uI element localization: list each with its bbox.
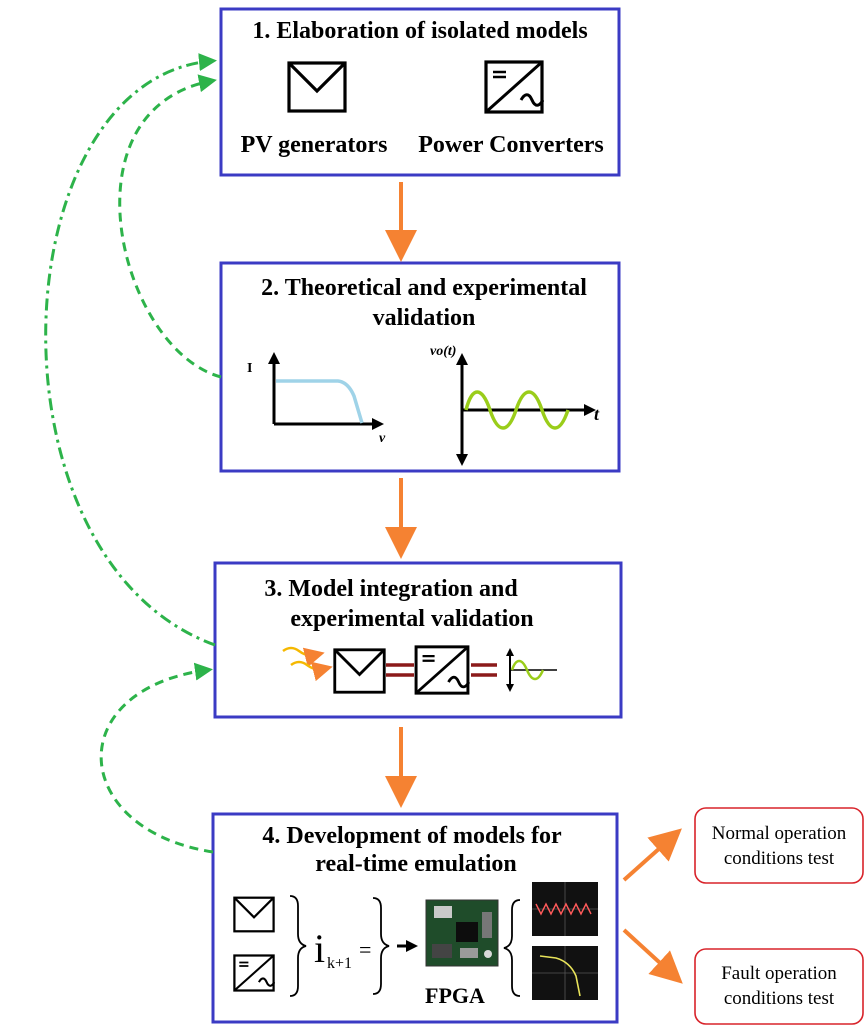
- step3-box: 3. Model integration and experimental va…: [213, 561, 623, 719]
- fault-test-line2: conditions test: [724, 988, 835, 1009]
- model-brace: [289, 895, 307, 997]
- step3-title-line2: experimental validation: [290, 606, 533, 632]
- step2-border: [219, 261, 621, 473]
- step2-title-line1: 2. Theoretical and experimental: [261, 275, 587, 301]
- pv-panel-icon: [233, 896, 275, 933]
- step4-box: 4. Development of models for real-time e…: [211, 812, 619, 1024]
- normal-test-line2: conditions test: [724, 848, 835, 869]
- sunlight-icon: [282, 646, 333, 682]
- normal-test-border: [694, 807, 864, 884]
- equation-brace: [372, 897, 390, 995]
- equation-symbol: i: [314, 926, 325, 971]
- sine-wave: [464, 390, 570, 430]
- flow-arrow-fault: [622, 928, 683, 984]
- wave-x-label: t: [594, 404, 600, 424]
- fpga-board-icon: [425, 899, 499, 967]
- oscilloscope-icon: [532, 882, 598, 936]
- step2-box: 2. Theoretical and experimental validati…: [219, 261, 621, 473]
- dc-link-lines: [386, 663, 414, 677]
- pv-panel-icon: [333, 648, 386, 694]
- feedback-arrow-4-3: [99, 662, 214, 854]
- normal-test-box: Normal operation conditions test: [694, 807, 864, 884]
- iv-curve-line: [276, 379, 364, 424]
- dc-ac-converter-icon: [484, 60, 544, 114]
- equation-subscript: k+1: [327, 955, 352, 972]
- oscilloscope-icon: [532, 946, 598, 1000]
- dc-ac-converter-icon: [414, 645, 470, 695]
- step1-border: [219, 7, 621, 177]
- step1-title: 1. Elaboration of isolated models: [252, 18, 587, 44]
- scope-brace: [503, 899, 521, 997]
- fault-test-line1: Fault operation: [721, 963, 837, 984]
- fault-test-border: [694, 948, 864, 1025]
- fpga-label: FPGA: [425, 983, 485, 1008]
- step1-box: 1. Elaboration of isolated models PV gen…: [219, 7, 621, 177]
- step4-title-line2: real-time emulation: [315, 851, 517, 877]
- feedback-arrow-3-1: [44, 53, 217, 647]
- iv-curve-plot: I v: [247, 352, 386, 446]
- voltage-wave-plot: vo(t) t: [430, 344, 600, 466]
- pv-panel-icon: [287, 61, 347, 113]
- equation-equals: =: [359, 937, 371, 962]
- wave-y-label: vo(t): [430, 344, 456, 359]
- dc-ac-converter-icon: [233, 954, 275, 992]
- step4-title-line1: 4. Development of models for: [262, 823, 562, 849]
- iv-x-label: v: [379, 431, 386, 446]
- flow-arrow-normal: [622, 828, 682, 882]
- feedback-arrow-2-1: [118, 74, 222, 379]
- pv-generators-label: PV generators: [241, 132, 388, 158]
- ac-output-icon: [506, 648, 557, 692]
- fault-test-box: Fault operation conditions test: [694, 948, 864, 1025]
- power-converters-label: Power Converters: [418, 132, 603, 158]
- step2-title-line2: validation: [373, 305, 476, 331]
- step3-title-line1: 3. Model integration and: [264, 576, 518, 602]
- ac-link-lines: [471, 663, 497, 677]
- normal-test-line1: Normal operation: [712, 823, 847, 844]
- iv-y-label: I: [247, 361, 252, 376]
